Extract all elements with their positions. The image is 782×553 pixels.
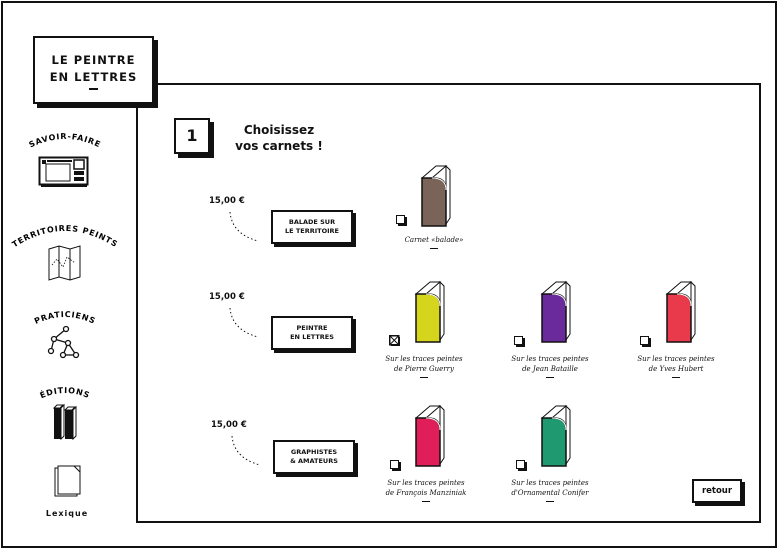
checkbox-francois-manziniak[interactable] [390,460,399,469]
book-icon [540,404,571,467]
nav-lexique[interactable]: Lexique [42,465,92,521]
logo-line-1: LE PEINTRE [51,53,136,67]
step-number-badge: 1 [174,118,210,154]
step-title-line-1: Choisissez [243,123,315,137]
caption-dash [546,377,554,378]
nav-praticiens[interactable]: PRATICIENS [28,305,102,367]
caption-dash [546,501,554,502]
book-icon [414,280,445,343]
caption-line-1: Carnet «balade» [404,236,464,244]
dotted-connector [229,211,259,242]
caption-dash [430,248,438,249]
caption-line-2: de Pierre Guerry [394,365,454,373]
book-icon [414,404,445,467]
category-line-2: & AMATEURS [290,457,338,465]
nav-label-arc: ÉDITIONS [38,386,91,400]
dotted-connector [229,307,259,338]
nav-label-savoir-faire: SAVOIR-FAIRE [28,132,102,150]
step-title-line-2: vos carnets ! [235,139,323,153]
price-label: 15,00 € [209,292,245,302]
book-icon [420,164,451,227]
caption-line-1: Sur les traces peintes [385,355,463,363]
nav-label-editions: ÉDITIONS [38,386,91,400]
category-button-graphistes[interactable]: GRAPHISTES& AMATEURS [273,440,355,474]
map-icon [48,245,81,281]
category-line-1: PEINTRE [296,324,328,332]
caption-line-2: de François Manziniak [385,489,467,497]
site-logo[interactable]: LE PEINTRE EN LETTRES [33,36,154,104]
caption-dash [422,501,430,502]
svg-text:ÉDITIONS: ÉDITIONS [38,386,91,400]
price-label: 15,00 € [211,420,247,430]
nav-label-arc: SAVOIR-FAIRE [28,132,103,150]
logo-dash [89,88,98,90]
logo-line-2: EN LETTRES [49,70,138,84]
checkbox-carnet-balade[interactable] [396,215,405,224]
dotted-connector [231,435,261,466]
checkbox-yves-hubert[interactable] [640,336,649,345]
checkbox-pierre-guerry[interactable] [389,335,401,347]
caption-line-1: Sur les traces peintes [511,355,589,363]
price-label: 15,00 € [209,196,245,206]
step-title: Choisissez vos carnets ! [234,122,324,154]
svg-text:SAVOIR-FAIRE: SAVOIR-FAIRE [28,132,103,150]
nav-label-arc: PRATICIENS [33,310,97,326]
caption-line-1: Sur les traces peintes [387,479,465,487]
checkbox-jean-bataille[interactable] [514,336,523,345]
book-caption: Sur les traces peintes de François Manzi… [356,478,496,502]
caption-dash [672,377,680,378]
book-icon [665,280,696,343]
category-line-1: GRAPHISTES [290,448,338,456]
checkbox-ornamental-conifer[interactable] [516,460,525,469]
books-icon [52,403,77,441]
book-caption: Sur les traces peintes de Yves Hubert [606,354,746,378]
svg-text:PRATICIENS: PRATICIENS [33,310,97,326]
book-caption: Sur les traces peintes de Pierre Guerry [354,354,494,378]
nav-territoires-peints[interactable]: TERRITOIRES PEINTS [10,215,120,285]
document-icon [54,465,81,497]
caption-dash [420,377,428,378]
caption-line-2: de Jean Bataille [522,365,578,373]
book-icon [540,280,571,343]
nav-label-praticiens: PRATICIENS [33,310,96,326]
main-panel [136,83,761,523]
nav-label-arc: TERRITOIRES PEINTS [11,224,119,249]
network-icon [47,325,80,359]
category-line-2: LE TERRITOIRE [285,227,339,235]
book-caption: Sur les traces peintes de Jean Bataille [480,354,620,378]
category-line-1: BALADE SUR [288,218,336,226]
book-caption: Sur les traces peintes d'Ornamental Coni… [480,478,620,502]
nav-savoir-faire[interactable]: SAVOIR-FAIRE [22,128,108,192]
caption-line-2: de Yves Hubert [648,365,704,373]
nav-label-lexique: Lexique [45,509,89,518]
caption-line-1: Sur les traces peintes [637,355,715,363]
caption-line-2: d'Ornamental Conifer [511,489,589,497]
retour-button[interactable]: retour [692,479,742,503]
caption-line-1: Sur les traces peintes [511,479,589,487]
book-caption: Carnet «balade» [364,235,504,249]
nav-editions[interactable]: ÉDITIONS [30,383,100,443]
category-line-2: EN LETTRES [290,333,334,341]
video-player-icon [38,156,89,187]
